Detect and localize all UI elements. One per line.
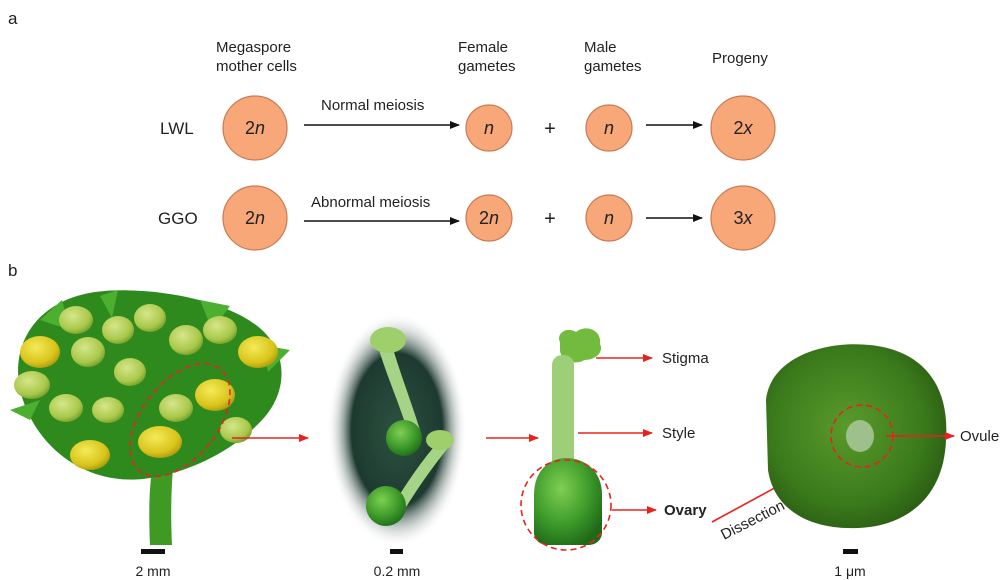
panel-a-label: a	[8, 9, 18, 28]
inflorescence-photo	[10, 290, 290, 545]
flower-bud	[102, 316, 134, 344]
header-progeny: Progeny	[712, 50, 768, 67]
dissection-label: Dissection	[718, 497, 787, 544]
scale-bar-label: 2 mm	[136, 563, 171, 579]
scale-bar-label: 1 μm	[834, 563, 865, 579]
header-mother-line1: Megaspore	[216, 39, 291, 56]
scale-bar-line	[843, 549, 858, 554]
flower-bud	[220, 417, 252, 443]
flower-bud	[59, 306, 93, 334]
female-gamete-ploidy: 2n	[479, 208, 499, 228]
scale-bar-line	[141, 549, 165, 554]
stigma-label: Stigma	[662, 350, 709, 367]
style-label: Style	[662, 425, 695, 442]
scale-bar-2: 0.2 mm	[374, 549, 421, 579]
flower-bud	[20, 336, 60, 368]
ovule-label: Ovule	[960, 428, 999, 445]
flower-bud	[238, 336, 278, 368]
style-column	[552, 355, 574, 475]
mother-cell-ploidy: 2n	[245, 118, 265, 138]
male-gamete-ploidy: n	[604, 208, 614, 228]
scale-bar-1: 2 mm	[136, 549, 171, 579]
process-label: Abnormal meiosis	[311, 194, 430, 211]
flower-bud	[138, 426, 182, 458]
mother-cell-ploidy: 2n	[245, 208, 265, 228]
header-female-line2: gametes	[458, 58, 516, 75]
male-gamete-ploidy: n	[604, 118, 614, 138]
stigma-lobe	[426, 430, 454, 450]
flower-bud	[203, 316, 237, 344]
pistil-photo	[521, 328, 611, 550]
flower-bud	[159, 394, 193, 422]
progeny-ploidy: 2x	[733, 118, 753, 138]
flower-bud	[92, 397, 124, 423]
flower-bud	[14, 371, 50, 399]
scale-bar-label: 0.2 mm	[374, 563, 421, 579]
header-female-line1: Female	[458, 39, 508, 56]
plus-sign: +	[544, 118, 556, 140]
row-label: LWL	[160, 119, 194, 138]
flower-bud	[71, 337, 105, 367]
row-lwl: LWL 2n Normal meiosis n + n 2x	[160, 96, 775, 160]
progeny-ploidy: 3x	[733, 208, 753, 228]
flower-bud	[169, 325, 203, 355]
flower-bud	[49, 394, 83, 422]
flower-bud	[70, 440, 110, 470]
header-mother-line2: mother cells	[216, 58, 297, 75]
header-male-line2: gametes	[584, 58, 642, 75]
flower-bud	[114, 358, 146, 386]
process-label: Normal meiosis	[321, 97, 424, 114]
floret-photo	[327, 312, 467, 548]
ovary-label: Ovary	[664, 502, 707, 519]
flower-bud	[134, 304, 166, 332]
ovary-body	[534, 458, 602, 545]
female-gamete-ploidy: n	[484, 118, 494, 138]
row-ggo: GGO 2n Abnormal meiosis 2n + n 3x	[158, 186, 775, 250]
ovule	[846, 420, 874, 452]
scale-bar-line	[390, 549, 403, 554]
header-male-line1: Male	[584, 39, 617, 56]
plus-sign: +	[544, 208, 556, 230]
scale-bar-3: 1 μm	[834, 549, 865, 579]
ovary-ball	[366, 486, 406, 526]
stigma-lobe	[370, 327, 406, 353]
row-label: GGO	[158, 209, 198, 228]
panel-b-label: b	[8, 261, 17, 280]
ovary-ball	[386, 420, 422, 456]
